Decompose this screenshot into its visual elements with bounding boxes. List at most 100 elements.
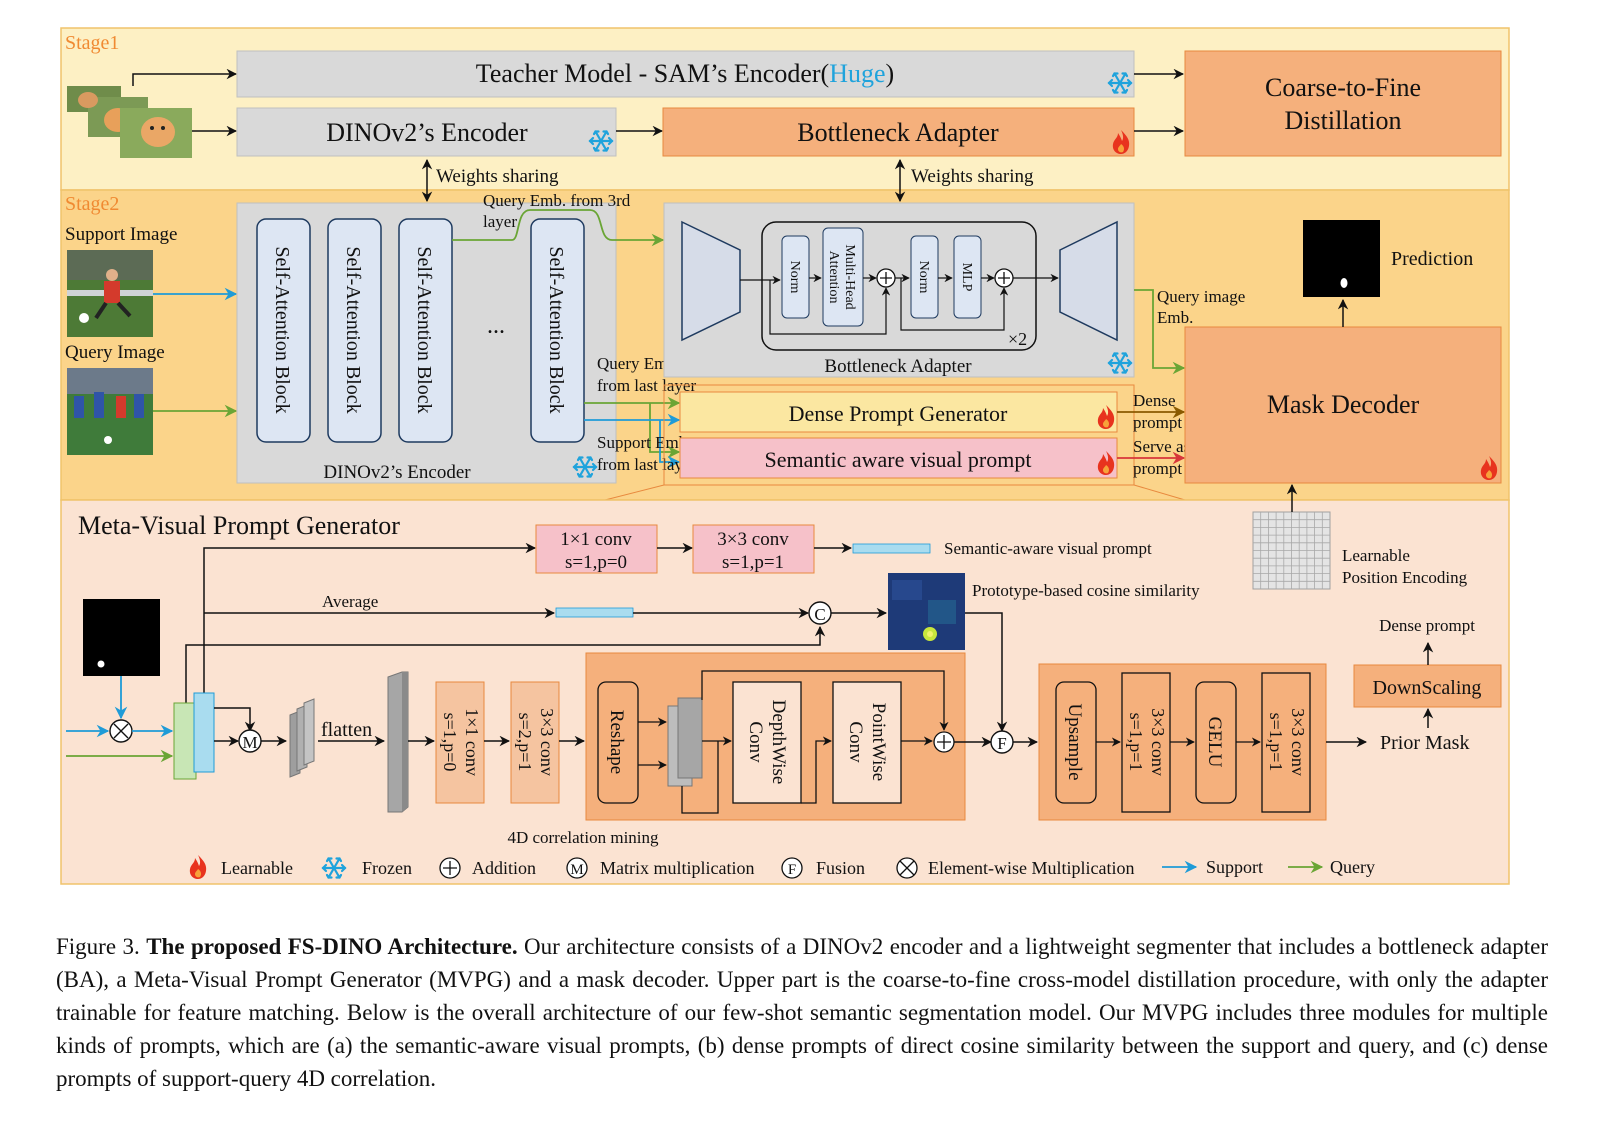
- fusion-icon: [781, 857, 803, 879]
- ba-norm-2: [910, 235, 939, 319]
- distillation-label-line2: Distillation: [1285, 106, 1402, 135]
- conv1x1-v-line1: 1×1 conv: [462, 708, 482, 776]
- weights-sharing-left: Weights sharing: [436, 166, 559, 187]
- stage1-label: Stage1: [65, 32, 119, 54]
- query-image-label: Query Image: [65, 342, 165, 363]
- average-label: Average: [322, 592, 378, 611]
- prompt-generator-frame: [663, 384, 1135, 486]
- dense-prompt-generator-label: Dense Prompt Generator: [789, 401, 1008, 426]
- matmul-icon: [566, 857, 588, 879]
- up-projection: [1059, 220, 1118, 342]
- caption-text: Our architecture consists of a DINOv2 en…: [56, 934, 1549, 1091]
- cat-image: [67, 86, 192, 158]
- ba-x2: ×2: [1008, 329, 1027, 349]
- query-emb-3rd-line1: Query Emb. from 3rd: [483, 191, 631, 210]
- conv3x3-v-box: [510, 681, 560, 804]
- downscaling-label: DownScaling: [1373, 677, 1482, 699]
- sa-block-1: Self-Attention Block: [256, 218, 311, 443]
- conv3x3-b-line2: s=1,p=1: [1266, 713, 1286, 772]
- prediction-label: Prediction: [1391, 248, 1473, 270]
- ba-mlp: [953, 235, 982, 319]
- reshape-box: [597, 681, 639, 804]
- flattened-tensor: [387, 671, 409, 813]
- average-token: [555, 607, 634, 618]
- gelu-label: GELU: [1204, 717, 1225, 768]
- transformer-layer-frame: [761, 221, 1037, 351]
- fs-dino-diagram: Stage1 Teacher Model - SAM’s Encoder(Hug…: [60, 27, 1510, 885]
- stage2-label: Stage2: [65, 193, 119, 215]
- flatten-label: flatten: [321, 719, 372, 741]
- figure-caption: Figure 3. The proposed FS-DINO Architect…: [56, 930, 1548, 1095]
- concat-symbol: C: [814, 605, 825, 624]
- correlation-mining-label: 4D correlation mining: [507, 828, 659, 847]
- conv3x3-b-line1: 3×3 conv: [1288, 708, 1308, 776]
- matmul-symbol: M: [242, 733, 257, 752]
- depthwise-conv-box: [732, 681, 802, 804]
- pointwise-conv-box: [832, 681, 902, 804]
- correlation-tensor: [289, 698, 315, 778]
- conv1x1-v-line2: s=1,p=0: [440, 713, 460, 772]
- legend-fusion-symbol: F: [788, 862, 796, 878]
- prototype-cosine-label: Prototype-based cosine similarity: [972, 581, 1200, 600]
- conv1x1-top-line1: 1×1 conv: [560, 529, 632, 550]
- mask-image: [83, 599, 160, 676]
- down-projection: [681, 220, 741, 342]
- learnable-pos-line1: Learnable: [1342, 546, 1410, 565]
- sa-block-2: Self-Attention Block: [327, 218, 382, 443]
- ba-mha: [822, 227, 864, 327]
- dense-prompt-emb-line1: Dense: [1133, 391, 1175, 410]
- soccer-image: [67, 368, 153, 455]
- semantic-visual-prompt-label: Semantic aware visual prompt: [765, 447, 1032, 472]
- legend-matmul: Matrix multiplication: [600, 858, 754, 878]
- heatmap-image: [888, 573, 965, 650]
- sa-block-3-label: Self-Attention Block: [413, 246, 435, 413]
- ba-norm-1: [781, 235, 810, 319]
- conv1x1-v-box: [435, 681, 485, 804]
- legend-fusion: Fusion: [816, 858, 865, 878]
- bottleneck-adapter-stage1-box: [662, 107, 1135, 157]
- conv3x3-top-box: [692, 524, 815, 574]
- support-emb-last-line2: from last layer: [597, 455, 696, 474]
- weights-sharing-right: Weights sharing: [911, 166, 1034, 187]
- query-emb-last-line1: Query Emb.: [597, 354, 680, 373]
- pointwise-line1: PointWise: [868, 703, 889, 781]
- reshape-label: Reshape: [606, 710, 627, 774]
- position-encoding-grid: [1252, 511, 1331, 590]
- pointwise-line2: Conv: [845, 721, 866, 763]
- bottleneck-adapter-stage2-label: Bottleneck Adapter: [824, 356, 972, 377]
- support-feature-map: [193, 692, 215, 773]
- legend-elementwise: Element-wise Multiplication: [928, 858, 1134, 878]
- conv3x3-a-box: [1121, 672, 1171, 813]
- query-feature-map: [173, 702, 197, 780]
- conv3x3-top-line2: s=1,p=1: [722, 552, 784, 573]
- sa-block-4: Self-Attention Block: [530, 218, 585, 443]
- dino-encoder-stage1-label: DINOv2’s Encoder: [326, 118, 528, 147]
- mvpg-title: Meta-Visual Prompt Generator: [78, 511, 400, 540]
- caption-title: The proposed FS-DINO Architecture.: [146, 934, 518, 959]
- support-image-label: Support Image: [65, 224, 177, 245]
- depthwise-line1: DepthWise: [768, 700, 789, 785]
- legend-addition: Addition: [472, 858, 536, 878]
- ba-mlp-label: MLP: [959, 263, 974, 292]
- ba-mha-line2: Attention: [826, 251, 841, 304]
- conv3x3-v-line2: s=2,p=1: [515, 713, 535, 772]
- distillation-box: [1184, 50, 1502, 157]
- conv3x3-v-line1: 3×3 conv: [537, 708, 557, 776]
- semantic-prompt-token: [852, 543, 931, 554]
- support-emb-last-line1: Support Emb.: [597, 433, 691, 452]
- mask-decoder-label: Mask Decoder: [1267, 390, 1420, 419]
- fusion-symbol: F: [997, 734, 1006, 753]
- legend-matmul-symbol: M: [570, 862, 583, 878]
- query-emb-3rd-line2: layer: [483, 212, 517, 231]
- conv3x3-top-line1: 3×3 conv: [717, 529, 789, 550]
- caption-label: Figure 3.: [56, 934, 140, 959]
- ba-norm-2-label: Norm: [916, 261, 931, 294]
- legend-query: Query: [1330, 857, 1375, 877]
- query-image-emb-line1: Query image: [1157, 287, 1245, 306]
- query-image-emb-line2: Emb.: [1157, 308, 1193, 327]
- conv3x3-a-line1: 3×3 conv: [1148, 708, 1168, 776]
- semantic-aware-visual-prompt-label: Semantic-aware visual prompt: [944, 539, 1152, 558]
- dense-prompt-generator-box: [679, 391, 1118, 433]
- conv3x3-b-box: [1261, 672, 1311, 813]
- dense-prompt-label: Dense prompt: [1379, 616, 1475, 635]
